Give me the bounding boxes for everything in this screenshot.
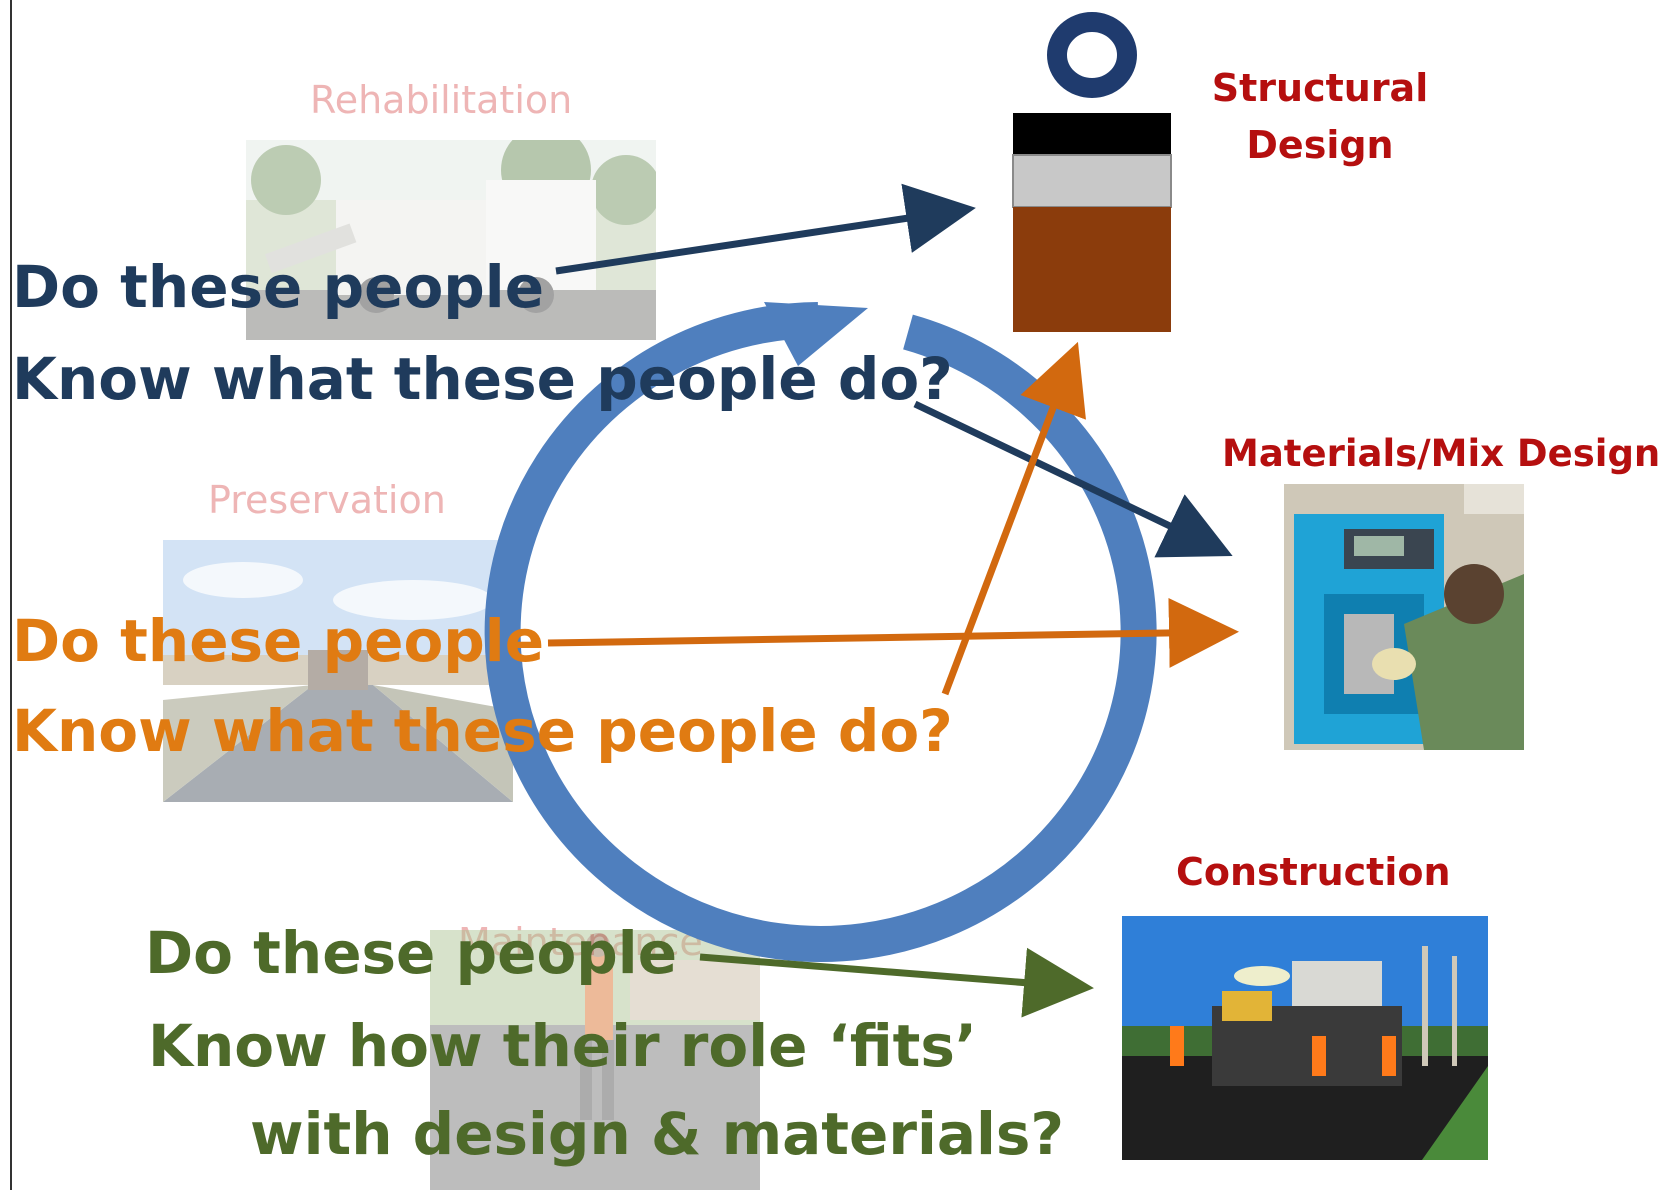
maint-question-line1: Do these people (145, 919, 678, 987)
maint-question-line2: Know how their role ‘fits’ (148, 1012, 977, 1080)
pavement-layers-icon (1012, 12, 1172, 332)
construction-label: Construction (1176, 850, 1451, 894)
pres-question-line1: Do these people (12, 607, 545, 675)
materials-photo (1284, 484, 1524, 750)
rehabilitation-photo (246, 140, 656, 340)
maintenance-label: Maintenance (458, 920, 703, 964)
structural-design-line1: Structural (1211, 66, 1429, 110)
maintenance-photo (430, 930, 760, 1190)
rehab-question-line2: Know what these people do? (12, 345, 953, 413)
cycle-ring-arrow (484, 302, 1157, 962)
rehabilitation-label: Rehabilitation (310, 78, 573, 122)
structural-design-label: Structural Design (1200, 60, 1440, 174)
slide-left-border (10, 0, 12, 1190)
arrow-pres-to-materials (547, 597, 1239, 668)
arrow-rehab-to-structural (555, 183, 976, 275)
structural-design-line2: Design (1246, 123, 1394, 167)
materials-label: Materials/Mix Design (1222, 432, 1661, 475)
preservation-photo (163, 540, 513, 802)
preservation-label: Preservation (208, 478, 446, 522)
maint-question-line3: with design & materials? (250, 1100, 1065, 1168)
pres-question-line2: Know what these people do? (12, 697, 953, 765)
arrow-rehab-to-materials (913, 400, 1233, 558)
arrow-maint-to-construction (699, 947, 1094, 1018)
arrow-pres-to-structural (941, 341, 1086, 696)
construction-photo (1122, 916, 1488, 1160)
rehab-question-line1: Do these people (12, 253, 545, 321)
